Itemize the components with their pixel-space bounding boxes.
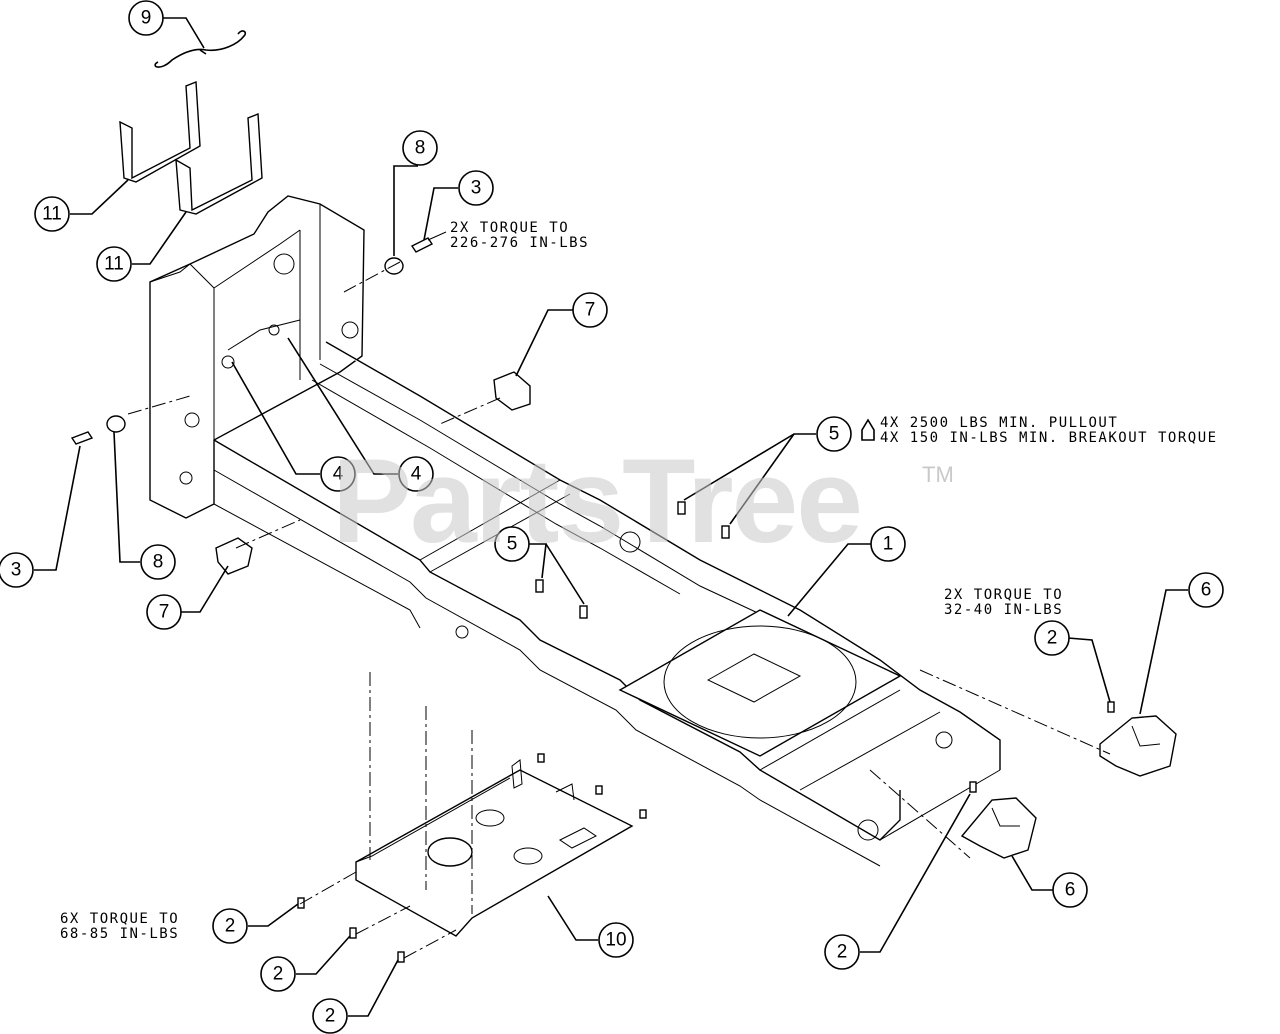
callout-7-lower: 7 bbox=[146, 594, 182, 630]
svg-text:4: 4 bbox=[411, 464, 422, 485]
svg-text:8: 8 bbox=[415, 138, 426, 159]
watermark: PartsTree bbox=[332, 434, 863, 568]
part-6-bracket-upper bbox=[1099, 715, 1177, 777]
callout-1: 1 bbox=[870, 526, 906, 562]
svg-text:2: 2 bbox=[1047, 628, 1058, 649]
svg-text:2: 2 bbox=[273, 964, 284, 985]
svg-text:5: 5 bbox=[507, 534, 518, 555]
svg-text:11: 11 bbox=[42, 204, 62, 225]
svg-text:8: 8 bbox=[153, 552, 164, 573]
svg-text:2: 2 bbox=[325, 1006, 336, 1027]
svg-text:7: 7 bbox=[159, 602, 170, 623]
svg-text:4: 4 bbox=[333, 464, 344, 485]
callout-6-lower: 6 bbox=[1052, 872, 1088, 908]
part-11-bracket-upper bbox=[119, 80, 201, 183]
note-torque-226: 2X TORQUE TO 226-276 IN-LBS bbox=[450, 220, 590, 251]
svg-text:2: 2 bbox=[225, 916, 236, 937]
part-7-bumper-upper bbox=[493, 371, 531, 411]
callout-5-upper: 5 bbox=[816, 416, 852, 452]
callout-4-left: 4 bbox=[320, 456, 356, 492]
callout-8-lower: 8 bbox=[140, 544, 176, 580]
svg-text:3: 3 bbox=[11, 560, 22, 581]
note-torque-68: 6X TORQUE TO 68-85 IN-LBS bbox=[60, 911, 180, 942]
front-frame-housing bbox=[149, 195, 365, 519]
callout-3-upper: 3 bbox=[458, 170, 494, 206]
part-6-bracket-lower bbox=[960, 797, 1037, 859]
svg-text:10: 10 bbox=[605, 930, 626, 951]
callout-2-bottom-right: 2 bbox=[824, 934, 860, 970]
callout-10: 10 bbox=[598, 922, 634, 958]
callout-11-upper: 11 bbox=[34, 196, 70, 232]
part-8-bushing-lower bbox=[106, 415, 126, 433]
svg-text:6: 6 bbox=[1065, 880, 1076, 901]
svg-text:7: 7 bbox=[585, 300, 596, 321]
adhesive-drop-icon bbox=[861, 418, 875, 441]
svg-text:2: 2 bbox=[837, 942, 848, 963]
part-3-bolt-upper bbox=[410, 231, 447, 253]
callout-7-upper: 7 bbox=[572, 292, 608, 328]
part-10-plate bbox=[355, 759, 634, 937]
callout-3-lower: 3 bbox=[0, 552, 34, 588]
callout-4-right: 4 bbox=[398, 456, 434, 492]
watermark-trademark: TM bbox=[922, 462, 954, 487]
svg-text:9: 9 bbox=[141, 8, 152, 29]
svg-text:6: 6 bbox=[1201, 580, 1212, 601]
svg-text:3: 3 bbox=[471, 178, 482, 199]
svg-text:1: 1 bbox=[883, 534, 894, 555]
part-11-bracket-lower bbox=[175, 112, 263, 215]
callout-9: 9 bbox=[128, 0, 164, 36]
part-7-bumper-lower bbox=[215, 537, 253, 575]
svg-text:5: 5 bbox=[829, 424, 840, 445]
note-pullout: 4X 2500 LBS MIN. PULLOUT 4X 150 IN-LBS M… bbox=[880, 415, 1218, 446]
callout-11-lower: 11 bbox=[96, 246, 132, 282]
callout-6-upper: 6 bbox=[1188, 572, 1224, 608]
callout-2-left-c: 2 bbox=[312, 998, 348, 1034]
part-3-bolt-lower bbox=[70, 431, 94, 445]
callout-2-right: 2 bbox=[1034, 620, 1070, 656]
callout-2-left-a: 2 bbox=[212, 908, 248, 944]
leader-lines bbox=[34, 17, 1188, 1017]
part-9-spring-wire bbox=[154, 30, 247, 68]
main-frame-rails bbox=[213, 341, 1001, 867]
note-torque-32: 2X TORQUE TO 32-40 IN-LBS bbox=[944, 587, 1064, 618]
part-8-bushing-upper bbox=[384, 257, 404, 275]
callout-2-left-b: 2 bbox=[260, 956, 296, 992]
svg-text:11: 11 bbox=[104, 254, 124, 275]
assembly-centerlines bbox=[127, 261, 1111, 959]
callout-8-upper: 8 bbox=[402, 130, 438, 166]
callout-5-lower: 5 bbox=[494, 526, 530, 562]
